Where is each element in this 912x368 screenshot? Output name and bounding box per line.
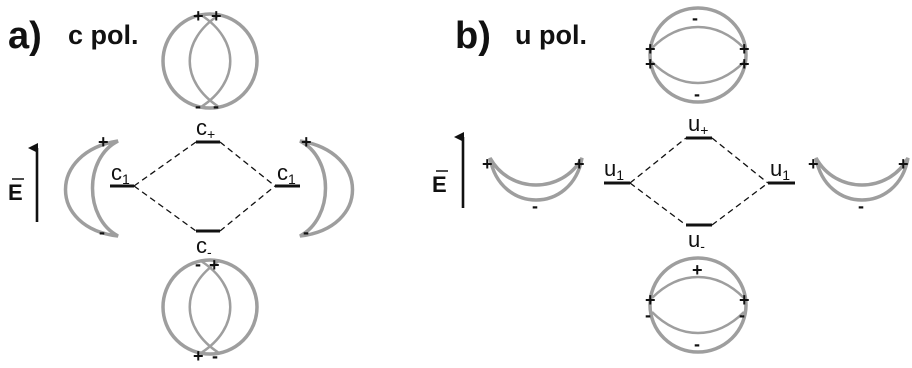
sign: - <box>739 305 745 325</box>
level-label-right: u1 <box>770 156 790 183</box>
panel-a: a) c pol. E + + - - - + + - <box>8 6 353 366</box>
orbital-lobe-right <box>201 15 230 107</box>
sign: - <box>692 8 698 28</box>
dashed-connector <box>630 183 686 225</box>
sign: - <box>858 196 864 216</box>
sign: + <box>645 54 656 74</box>
dashed-connector <box>630 138 686 183</box>
sign: - <box>694 84 700 104</box>
orbital-lobe-lower <box>652 62 744 83</box>
sign: + <box>98 132 109 152</box>
sign: - <box>195 96 201 116</box>
dashed-connector <box>220 186 275 231</box>
sign: + <box>898 154 909 174</box>
sign: + <box>193 346 204 366</box>
cup-outline <box>490 158 582 200</box>
sign: - <box>99 222 105 242</box>
orbital-lobe-upper <box>652 277 744 298</box>
orbital-lobe-left <box>190 15 219 107</box>
orbital-bottom-a: - + + - <box>163 254 257 366</box>
level-label-left: c1 <box>111 160 130 187</box>
level-label-bottom: c- <box>196 233 212 260</box>
efield-label: E <box>432 172 447 197</box>
sign: + <box>211 6 222 26</box>
dashed-connector <box>220 142 275 186</box>
orbital-lobe-lower <box>652 312 744 333</box>
level-label-bottom: u- <box>688 227 705 254</box>
level-label-top: u+ <box>688 111 708 138</box>
energy-diagram-b: u1 u1 u+ u- <box>604 111 795 254</box>
dashed-connector <box>134 142 196 186</box>
orbital-top-a: + + - - <box>163 6 257 116</box>
sign: + <box>692 260 703 280</box>
sign: - <box>645 305 651 325</box>
panel-a-letter: a) <box>8 15 42 57</box>
panel-b-letter: b) <box>455 15 491 57</box>
sign: + <box>193 6 204 26</box>
sign: - <box>532 196 538 216</box>
sign: + <box>301 132 312 152</box>
orbital-lobe-upper <box>652 27 744 48</box>
level-label-right: c1 <box>277 160 296 187</box>
level-label-top: c+ <box>196 115 215 142</box>
dashed-connector <box>134 186 196 231</box>
panel-b: b) u pol. E - + + + + - + + - + <box>432 8 909 354</box>
panel-b-title: u pol. <box>515 20 587 50</box>
cup-right-b: + + - <box>808 154 909 216</box>
crescent-outline <box>66 141 119 236</box>
sign: - <box>694 334 700 354</box>
cup-outline <box>816 158 908 200</box>
panel-a-efield: E <box>8 148 37 222</box>
crescent-right-a: + - <box>300 132 353 242</box>
sign: + <box>739 54 750 74</box>
sign: + <box>574 154 585 174</box>
orbital-outline <box>163 14 257 108</box>
dashed-connector <box>712 183 768 225</box>
sign: - <box>213 96 219 116</box>
orbital-top-b: - + + + + - <box>645 8 750 104</box>
panel-a-title: c pol. <box>68 20 139 50</box>
level-label-left: u1 <box>604 156 624 183</box>
sign: + <box>808 154 819 174</box>
dashed-connector <box>712 138 768 183</box>
cup-left-b: + + - <box>482 154 585 216</box>
sign: + <box>482 154 493 174</box>
sign: - <box>303 222 309 242</box>
sign: - <box>212 346 218 366</box>
orbital-bottom-b: + + - + - - <box>645 258 750 354</box>
efield-label: E <box>8 180 23 205</box>
panel-b-efield: E <box>432 137 463 208</box>
energy-diagram-a: c1 c1 c+ c- <box>110 115 300 260</box>
